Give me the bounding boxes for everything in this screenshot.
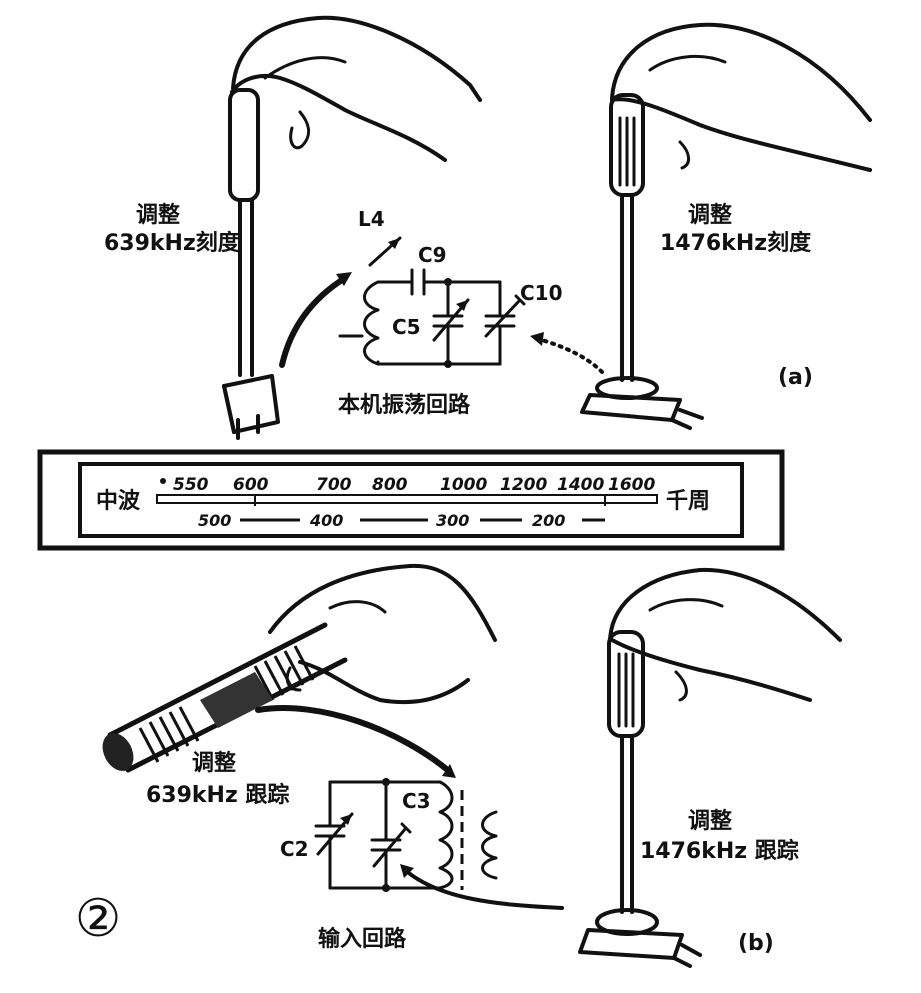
caption-adjust-1476-tracking-line1: 调整 xyxy=(688,808,732,834)
dial-wavelength-200: 200 xyxy=(532,511,565,530)
dial-pointer-track xyxy=(156,494,658,504)
dial-wavelength-300: 300 xyxy=(436,511,469,530)
dial-wavelength-500: 500 xyxy=(198,511,231,530)
dial-tick-1000: 1000 xyxy=(440,475,487,495)
dial-tick-700: 700 xyxy=(316,475,352,495)
figure-number: ② xyxy=(75,889,122,949)
label-c10: C10 xyxy=(520,281,563,305)
arrow-rod-to-coil xyxy=(255,705,453,775)
part-a: 调整 639kHz刻度 调整 1476kHz刻度 xyxy=(104,15,872,440)
part-label-a: (a) xyxy=(778,365,813,390)
part-b: 调整 639kHz 跟踪 调整 1476kHz 跟踪 xyxy=(75,563,842,968)
arrow-tool-to-c10 xyxy=(533,336,604,374)
oscillator-circuit-title: 本机振荡回路 xyxy=(338,392,471,418)
dial-band-label: 中波 xyxy=(96,489,141,514)
caption-adjust-639-scale-line2: 639kHz刻度 xyxy=(104,230,241,256)
caption-adjust-639-scale-line1: 调整 xyxy=(136,202,180,228)
label-c9: C9 xyxy=(418,243,447,267)
dial-tick-600: 600 xyxy=(233,475,269,495)
label-l4: L4 xyxy=(358,207,385,231)
dial-unit-label: 千周 xyxy=(666,489,710,514)
hand-screwdriver-right-a xyxy=(580,22,872,430)
caption-adjust-1476-tracking-line2: 1476kHz 跟踪 xyxy=(640,838,799,864)
hand-tool-left-a xyxy=(222,15,482,440)
dial-tick-800: 800 xyxy=(372,475,408,495)
dial-outer-frame xyxy=(37,449,785,551)
caption-adjust-1476-scale-line1: 调整 xyxy=(688,202,732,228)
dial-tick-550: 550 xyxy=(173,475,209,495)
oscillator-circuit xyxy=(338,236,526,368)
label-c2: C2 xyxy=(280,837,309,861)
hand-antenna-rod-b xyxy=(102,563,497,773)
dial-wavelength-400: 400 xyxy=(309,511,343,530)
hand-screwdriver-right-b xyxy=(578,567,842,968)
arrow-tool-to-l4 xyxy=(279,275,348,368)
arrow-tool-to-c3 xyxy=(403,868,564,910)
dial-tick-1400: 1400 xyxy=(557,475,604,495)
label-c5: C5 xyxy=(392,315,421,339)
input-circuit xyxy=(314,778,498,892)
input-circuit-title: 输入回路 xyxy=(318,926,407,952)
label-c3: C3 xyxy=(402,789,431,813)
caption-adjust-639-tracking-line2: 639kHz 跟踪 xyxy=(146,782,289,808)
dial-inner-frame xyxy=(78,462,744,538)
caption-adjust-1476-scale-line2: 1476kHz刻度 xyxy=(660,230,812,256)
dial-tick-1600: 1600 xyxy=(608,475,655,495)
dial-scale: 中波 千周 550 600 700 800 1000 1200 1400 160… xyxy=(37,449,785,551)
caption-adjust-639-tracking-line1: 调整 xyxy=(192,750,236,776)
part-label-b: (b) xyxy=(738,931,774,956)
dial-tick-1200: 1200 xyxy=(500,475,547,495)
